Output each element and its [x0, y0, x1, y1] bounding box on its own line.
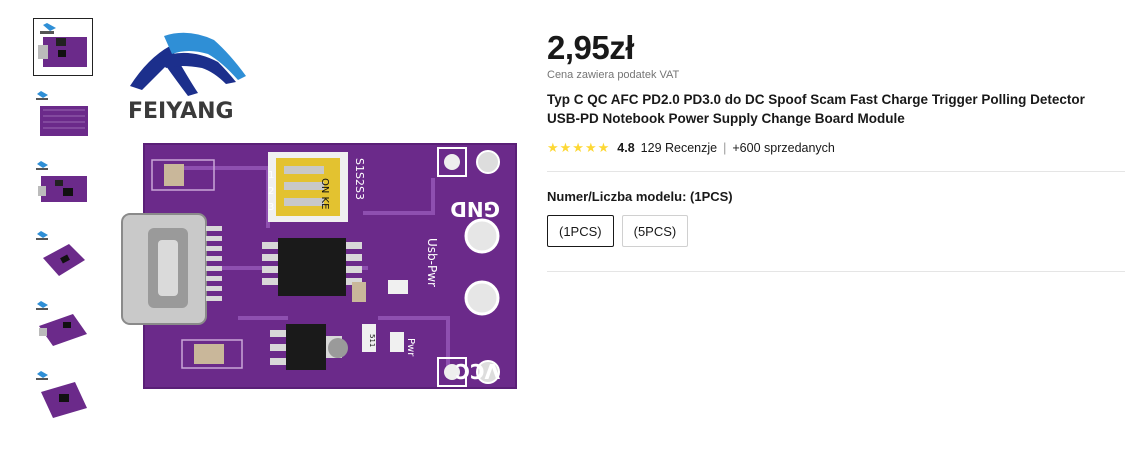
- option-1pcs[interactable]: (1PCS): [547, 215, 614, 247]
- divider: [547, 171, 1125, 172]
- svg-text:3: 3: [268, 202, 274, 213]
- voltage-regulator: [286, 324, 326, 370]
- price: 2,95zł: [547, 29, 634, 66]
- ic-chip: [278, 238, 346, 296]
- svg-text:S1S2S3: S1S2S3: [353, 158, 366, 200]
- thumbnail-1[interactable]: [33, 18, 93, 76]
- thumbnail-list: [33, 18, 95, 438]
- thumbnail-3[interactable]: [33, 158, 93, 216]
- brand-name: FEIYANG: [128, 99, 234, 124]
- svg-text:2: 2: [268, 186, 274, 197]
- svg-text:1: 1: [268, 170, 274, 181]
- brand-logo: FEIYANG: [128, 32, 246, 124]
- review-count[interactable]: 129 Recenzje: [640, 141, 718, 155]
- option-5pcs[interactable]: (5PCS): [621, 215, 689, 247]
- svg-text:GND: GND: [450, 197, 500, 221]
- svg-text:ON KE: ON KE: [319, 178, 330, 209]
- rating-row[interactable]: ★★★★★ 4.8 129 Recenzje | +600 sprzedanyc…: [547, 140, 1125, 156]
- separator: |: [723, 141, 727, 155]
- variant-label: Numer/Liczba modelu: (1PCS): [547, 189, 733, 204]
- main-product-image[interactable]: FEIYANG ON KE 1 2 3 S1S: [118, 18, 530, 438]
- vat-note: Cena zawiera podatek VAT: [547, 69, 680, 81]
- svg-text:VCC: VCC: [455, 359, 500, 383]
- product-title: Typ C QC AFC PD2.0 PD3.0 do DC Spoof Sca…: [547, 92, 1085, 126]
- thumbnail-6[interactable]: [33, 368, 93, 426]
- divider: [547, 271, 1125, 272]
- star-rating-icons: ★★★★★: [547, 140, 611, 155]
- thumbnail-2[interactable]: [33, 88, 93, 146]
- thumbnail-4[interactable]: [33, 228, 93, 286]
- thumbnail-5[interactable]: [33, 298, 93, 356]
- svg-text:Pwr: Pwr: [405, 338, 416, 357]
- rating-value: 4.8: [617, 141, 635, 155]
- svg-text:511: 511: [368, 334, 376, 347]
- svg-text:Usb-Pwr: Usb-Pwr: [425, 238, 439, 287]
- product-info: 2,95zł Cena zawiera podatek VAT Typ C QC…: [547, 28, 1125, 272]
- sold-count: +600 sprzedanych: [732, 141, 835, 155]
- variant-options: (1PCS) (5PCS): [547, 215, 1125, 247]
